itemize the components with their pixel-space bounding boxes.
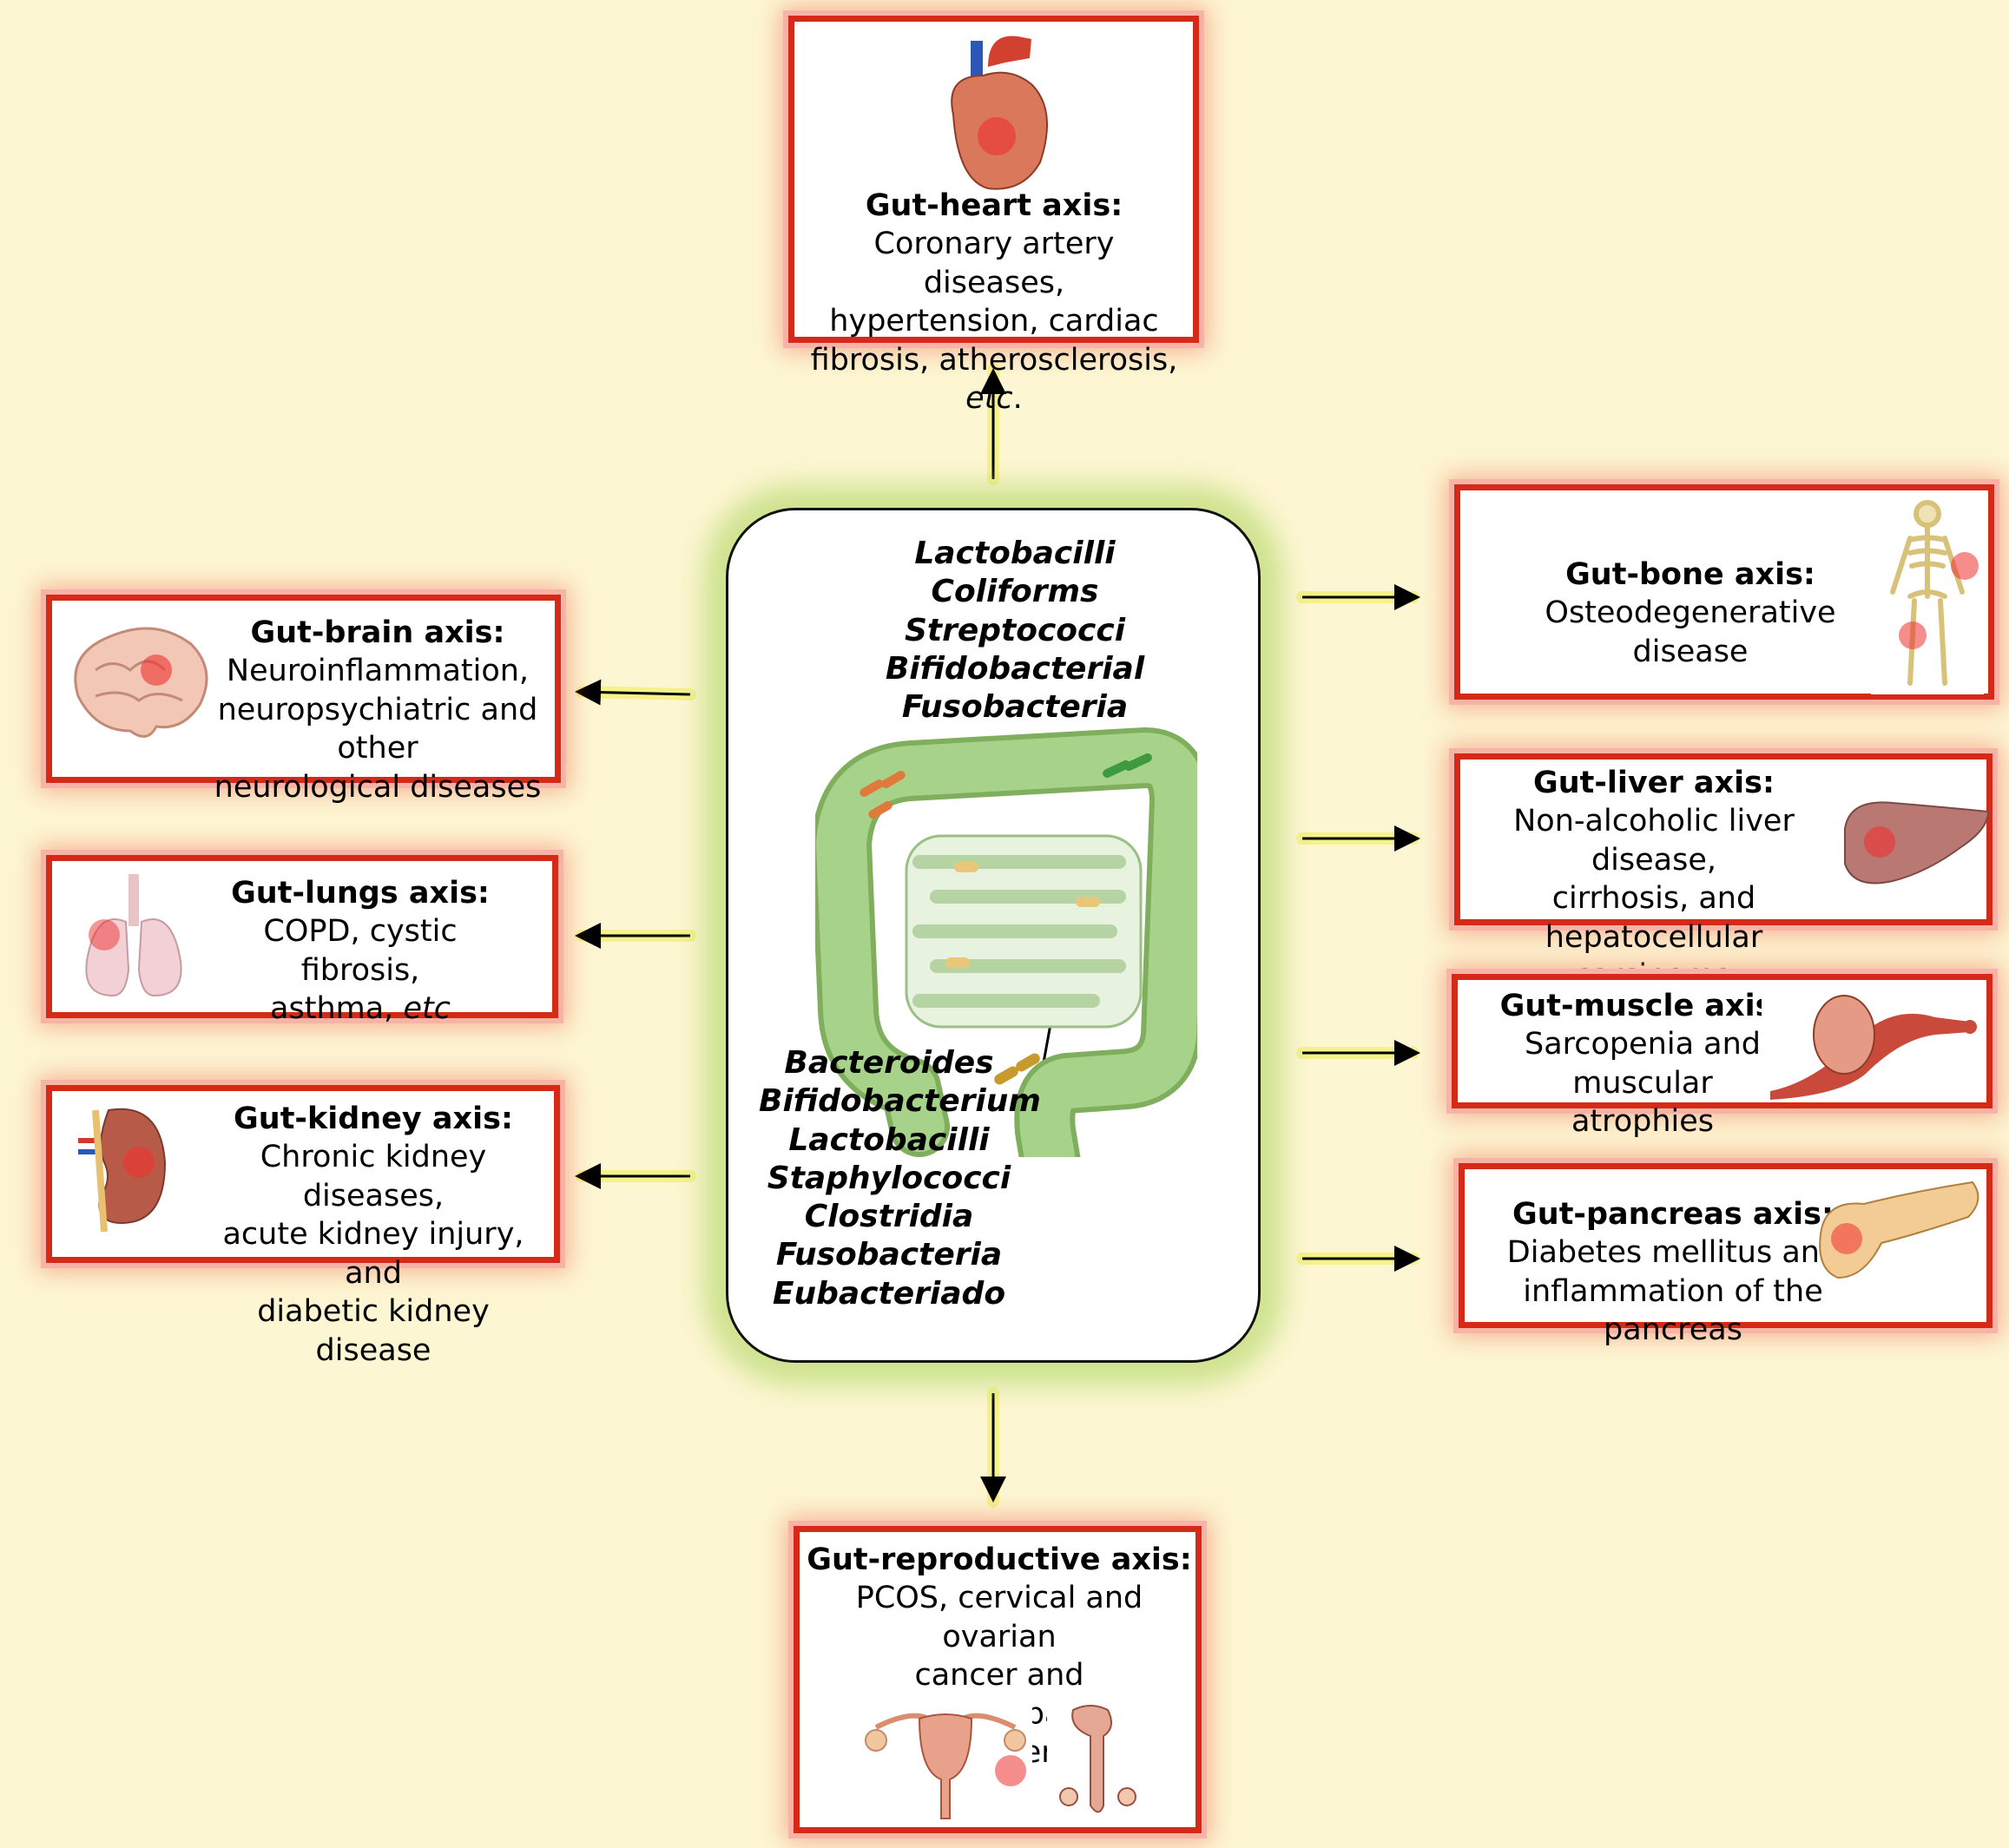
gut-brain-line-2: neuropsychiatric and other [217, 692, 538, 766]
bacteria-name: Streptococci [904, 612, 1126, 648]
gut-heart-line-1: Coronary artery diseases, [873, 227, 1115, 300]
pancreas-icon [1819, 1180, 1979, 1279]
muscle-icon [1762, 987, 1983, 1100]
gut-muscle-title: Gut-muscle axis: [1499, 989, 1786, 1023]
intestine-icon [815, 727, 1197, 1157]
gut-heart-line-2: hypertension, cardiac [829, 304, 1159, 339]
lungs-icon [85, 874, 182, 997]
bacteria-name: Bacteroides [784, 1045, 994, 1081]
gut-pancreas-axis-box: Gut-pancreas axis: Diabetes mellitus and… [1459, 1163, 1993, 1347]
liver-icon [1844, 801, 1990, 885]
bacteria-name: Coliforms [931, 574, 1099, 610]
brain-icon [74, 627, 208, 738]
gut-muscle-line-2: atrophies [1571, 1104, 1715, 1140]
gut-heart-tail: . [1012, 381, 1023, 417]
gut-liver-axis-box: Gut-liver axis: Non-alcoholic liver dise… [1454, 753, 1993, 993]
bacteria-name: Bifidobacterial [885, 650, 1145, 687]
gut-heart-axis-box: Gut-heart axis: Coronary artery diseases… [788, 16, 1199, 416]
gut-kidney-title: Gut-kidney axis: [234, 1102, 513, 1136]
gut-muscle-line-1: Sarcopenia and muscular [1524, 1027, 1762, 1101]
kidney-icon [78, 1108, 167, 1232]
upper-bacteria-list: Lactobacilli Coliforms Streptococci Bifi… [885, 535, 1145, 727]
gut-brain-line-1: Neuroinflammation, [226, 654, 530, 689]
gut-lungs-line-1: COPD, cystic fibrosis, [263, 914, 458, 988]
gut-lungs-title: Gut-lungs axis: [231, 876, 490, 911]
bacteria-name: Staphylococci [767, 1160, 1011, 1196]
gut-lungs-etc: etc [403, 991, 451, 1027]
gut-kidney-line-1: Chronic kidney diseases, [260, 1140, 487, 1213]
gut-bone-line-1: Osteodegenerative disease [1545, 595, 1836, 669]
bacteria-name: Clostridia [804, 1199, 974, 1235]
gut-kidney-line-2: acute kidney injury, and [222, 1217, 524, 1291]
gut-kidney-line-3: diabetic kidney disease [257, 1294, 490, 1368]
female-reproductive-icon [859, 1693, 1032, 1823]
gut-microbiota-panel: Lactobacilli Coliforms Streptococci Bifi… [726, 508, 1261, 1363]
gut-pancreas-title: Gut-pancreas axis: [1512, 1197, 1834, 1232]
gut-heart-line-3: fibrosis, atherosclerosis, [810, 342, 1178, 378]
bacteria-name: Eubacteriado [772, 1275, 1006, 1312]
gut-liver-line-2: cirrhosis, and hepatocellular [1545, 881, 1763, 955]
gut-liver-title: Gut-liver axis: [1533, 766, 1775, 800]
gut-kidney-axis-box: Gut-kidney axis: Chronic kidney diseases… [46, 1085, 560, 1368]
skeleton-icon [1871, 497, 1984, 694]
gut-reproductive-axis-box: Gut-reproductive axis: PCOS, cervical an… [794, 1526, 1202, 1833]
gut-lungs-axis-box: Gut-lungs axis: COPD, cystic fibrosis, a… [46, 855, 558, 1026]
bacteria-name: Lactobacilli [914, 536, 1116, 571]
gut-heart-title: Gut-heart axis: [865, 188, 1123, 223]
gut-bone-axis-box: Gut-bone axis: Osteodegenerative disease [1454, 484, 1994, 700]
gut-liver-line-1: Non-alcoholic liver disease, [1513, 804, 1795, 878]
arrow-to-brain [575, 679, 691, 706]
gut-heart-etc: etc [965, 381, 1013, 417]
gut-brain-line-3: neurological diseases [214, 769, 542, 805]
gut-reproductive-title: Gut-reproductive axis: [807, 1542, 1192, 1577]
male-reproductive-icon [1047, 1693, 1147, 1823]
lower-bacteria-list: Bacteroides Bifidobacterium Lactobacilli… [759, 1044, 1041, 1313]
gut-lungs-line-2: asthma, [270, 991, 404, 1027]
bacteria-name: Lactobacilli [788, 1121, 990, 1158]
heart-icon [951, 36, 1048, 190]
bacteria-name: Fusobacteria [901, 689, 1129, 726]
gut-pancreas-line-2: inflammation of the pancreas [1523, 1273, 1823, 1348]
gut-brain-axis-box: Gut-brain axis: Neuroinflammation, neuro… [46, 595, 561, 805]
gut-pancreas-line-1: Diabetes mellitus and [1506, 1235, 1840, 1271]
gut-brain-title: Gut-brain axis: [250, 615, 505, 650]
bacteria-name: Fusobacteria [775, 1237, 1003, 1273]
gut-muscle-axis-box: Gut-muscle axis: Sarcopenia and muscular… [1452, 974, 1993, 1139]
bacteria-name: Bifidobacterium [759, 1083, 1041, 1120]
gut-bone-title: Gut-bone axis: [1565, 557, 1815, 592]
gut-reproductive-line-1: PCOS, cervical and ovarian [855, 1581, 1143, 1654]
